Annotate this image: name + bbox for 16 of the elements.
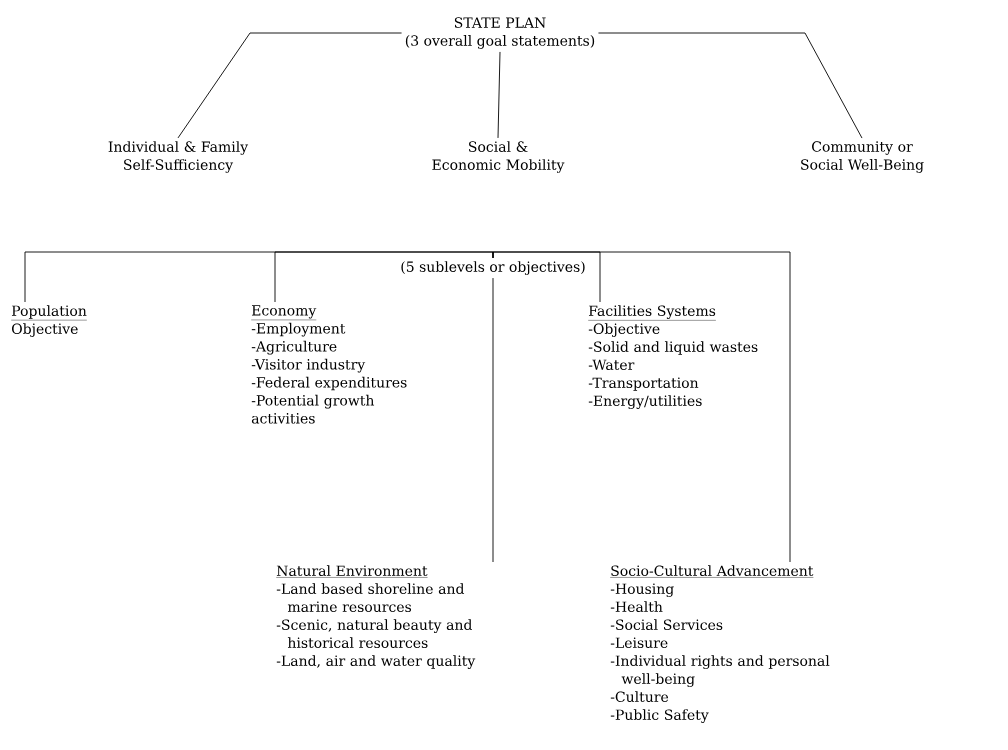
goal-text: Individual & Family Self-Sufficiency	[108, 141, 249, 173]
objective-text: Population Objective	[11, 305, 88, 337]
connector-line	[274, 251, 494, 303]
connector-line	[497, 51, 501, 139]
connector-line	[598, 32, 863, 139]
objective-text: Facilities Systems -Objective -Solid and liquid wastes -Water -Transportation -Energy/utilities	[588, 305, 758, 409]
objective-text: Socio-Cultural Advancement -Housing -Health -Social Services -Leisure -Individual rights and personal well-being -Culture -Public Safety	[610, 565, 830, 723]
heading-text: STATE PLAN (3 overall goal statements)	[405, 17, 595, 49]
connector-line	[492, 277, 494, 563]
objective-text: Economy -Employment -Agriculture -Visitor industry -Federal expenditures -Potential growth activities	[251, 305, 407, 424]
goal-text: Community or Social Well-Being	[801, 141, 924, 173]
goal-text: Social & Economic Mobility	[432, 141, 565, 173]
objective-text: Natural Environment -Land based shoreline and marine resources -Scenic, natural beauty and historical resources -Land, air and water quality	[276, 565, 476, 669]
connector-line	[492, 251, 791, 563]
connector-line	[177, 32, 402, 139]
heading-text: (5 sublevels or objectives)	[401, 261, 585, 275]
